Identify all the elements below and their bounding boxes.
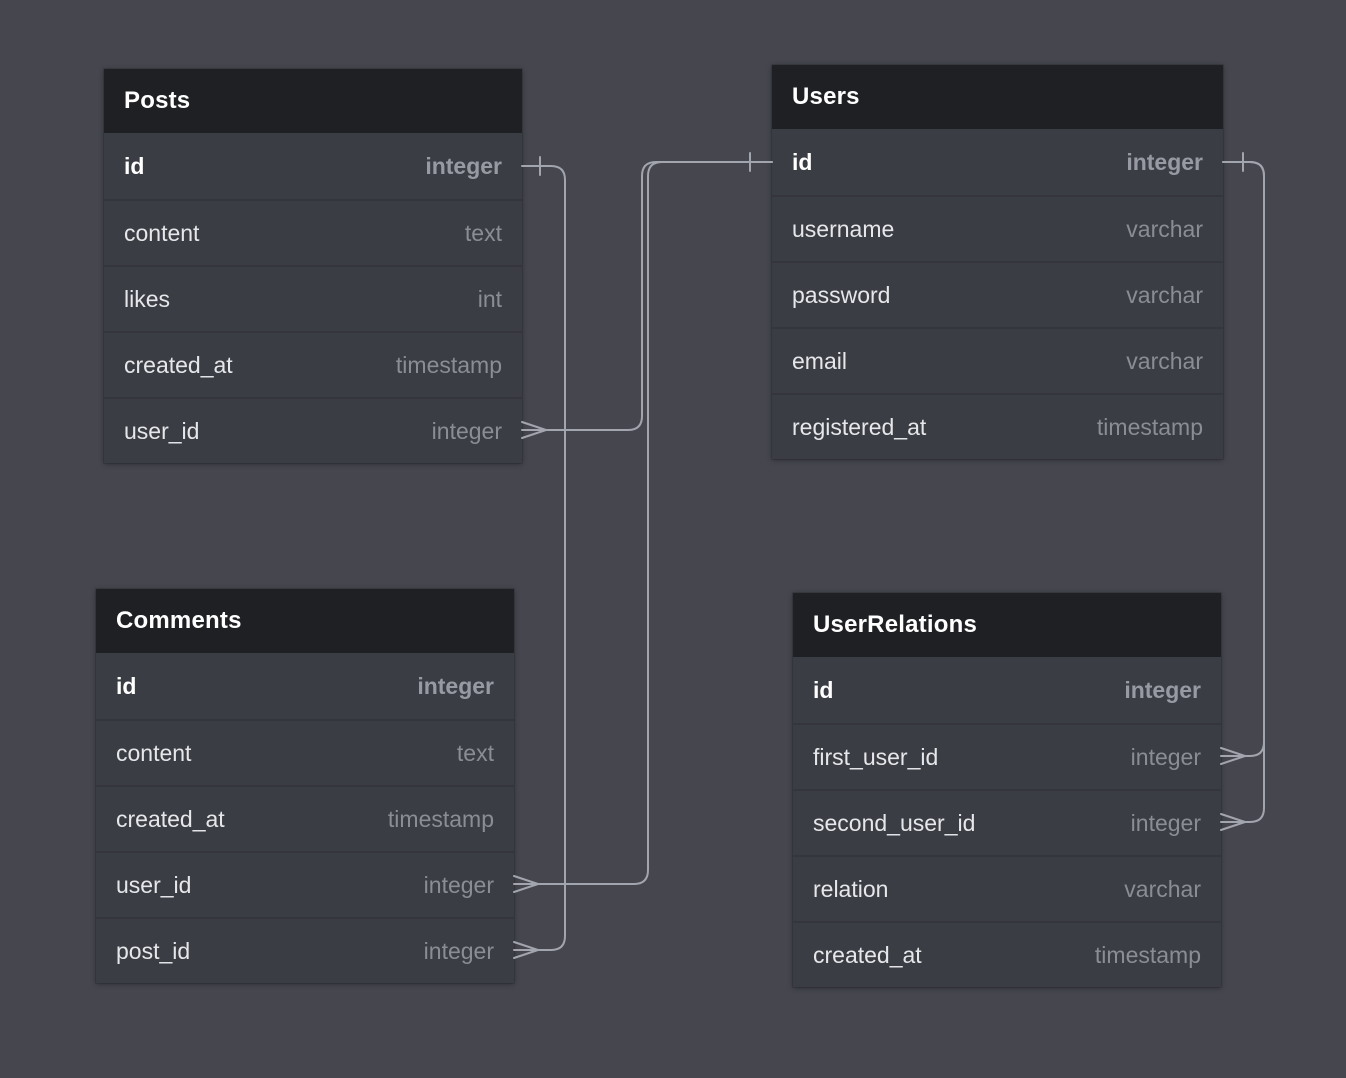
field-name: registered_at	[792, 413, 927, 440]
table-rows: id integer content text created_at times…	[96, 653, 514, 983]
field-row-comments-id[interactable]: id integer	[96, 653, 514, 719]
many-crowfoot	[521, 421, 547, 439]
many-crowfoot	[1220, 747, 1246, 765]
field-type: varchar	[1126, 215, 1203, 242]
field-type: varchar	[1126, 347, 1203, 374]
field-type: timestamp	[395, 351, 502, 378]
field-type: timestamp	[1094, 941, 1201, 968]
connector-users-id-userrelations-first-user-id[interactable]	[1220, 152, 1265, 765]
field-row-users-username[interactable]: username varchar	[772, 195, 1223, 261]
field-type: integer	[417, 672, 494, 699]
field-row-userrelations-created_at[interactable]: created_at timestamp	[793, 921, 1221, 987]
field-type: varchar	[1126, 281, 1203, 308]
field-name: created_at	[124, 351, 233, 378]
field-name: second_user_id	[813, 809, 976, 836]
field-type: integer	[425, 152, 502, 179]
field-name: created_at	[813, 941, 922, 968]
field-name: post_id	[116, 937, 191, 964]
db-table-userrelations[interactable]: UserRelations id integer first_user_id i…	[793, 593, 1221, 987]
many-crowfoot	[1220, 813, 1246, 831]
table-title: Comments	[116, 607, 242, 634]
table-header[interactable]: UserRelations	[793, 593, 1221, 657]
field-name: id	[116, 672, 137, 699]
field-name: first_user_id	[813, 743, 939, 770]
table-title: Posts	[124, 87, 191, 114]
field-name: relation	[813, 875, 889, 902]
field-row-users-id[interactable]: id integer	[772, 129, 1223, 195]
field-name: username	[792, 215, 895, 242]
field-row-users-email[interactable]: email varchar	[772, 327, 1223, 393]
field-row-comments-post_id[interactable]: post_id integer	[96, 917, 514, 983]
field-row-users-password[interactable]: password varchar	[772, 261, 1223, 327]
field-row-posts-likes[interactable]: likes int	[104, 265, 522, 331]
field-name: likes	[124, 285, 171, 312]
field-name: user_id	[116, 871, 192, 898]
table-rows: id integer first_user_id integer second_…	[793, 657, 1221, 987]
field-name: content	[124, 219, 200, 246]
table-header[interactable]: Comments	[96, 589, 514, 653]
field-name: id	[792, 148, 813, 175]
field-name: content	[116, 739, 192, 766]
field-row-comments-created_at[interactable]: created_at timestamp	[96, 785, 514, 851]
field-type: text	[464, 219, 502, 246]
field-row-userrelations-relation[interactable]: relation varchar	[793, 855, 1221, 921]
field-type: timestamp	[387, 805, 494, 832]
field-row-posts-id[interactable]: id integer	[104, 133, 522, 199]
table-header[interactable]: Posts	[104, 69, 522, 133]
field-type: integer	[1130, 809, 1201, 836]
field-type: integer	[1126, 148, 1203, 175]
field-row-posts-content[interactable]: content text	[104, 199, 522, 265]
field-row-comments-user_id[interactable]: user_id integer	[96, 851, 514, 917]
field-name: password	[792, 281, 891, 308]
field-row-comments-content[interactable]: content text	[96, 719, 514, 785]
field-name: email	[792, 347, 847, 374]
field-row-userrelations-second_user_id[interactable]: second_user_id integer	[793, 789, 1221, 855]
db-table-users[interactable]: Users id integer username varchar passwo…	[772, 65, 1223, 459]
table-rows: id integer username varchar password var…	[772, 129, 1223, 459]
db-table-comments[interactable]: Comments id integer content text created…	[96, 589, 514, 983]
field-name: id	[813, 676, 834, 703]
connector-users-id-userrelations-second-user-id[interactable]	[1220, 161, 1265, 831]
table-header[interactable]: Users	[772, 65, 1223, 129]
field-row-userrelations-first_user_id[interactable]: first_user_id integer	[793, 723, 1221, 789]
connector-line[interactable]	[521, 161, 773, 431]
db-table-posts[interactable]: Posts id integer content text likes int …	[104, 69, 522, 463]
connector-posts-user-id-users-id[interactable]	[521, 161, 773, 439]
table-title: UserRelations	[813, 611, 977, 638]
field-type: text	[456, 739, 494, 766]
field-type: integer	[1124, 676, 1201, 703]
connector-line[interactable]	[513, 161, 773, 885]
field-type: integer	[1130, 743, 1201, 770]
connector-comments-user-id-users-id[interactable]	[513, 152, 773, 893]
field-type: varchar	[1124, 875, 1201, 902]
field-type: integer	[431, 417, 502, 444]
field-type: integer	[423, 937, 494, 964]
field-type: timestamp	[1096, 413, 1203, 440]
field-type: integer	[423, 871, 494, 898]
many-crowfoot	[513, 941, 539, 959]
field-row-posts-user_id[interactable]: user_id integer	[104, 397, 522, 463]
connector-line[interactable]	[1220, 161, 1265, 823]
table-rows: id integer content text likes int create…	[104, 133, 522, 463]
many-crowfoot	[513, 875, 539, 893]
field-row-posts-created_at[interactable]: created_at timestamp	[104, 331, 522, 397]
connector-line[interactable]	[1220, 161, 1265, 757]
field-name: id	[124, 152, 145, 179]
field-row-users-registered_at[interactable]: registered_at timestamp	[772, 393, 1223, 459]
field-name: user_id	[124, 417, 200, 444]
field-name: created_at	[116, 805, 225, 832]
table-title: Users	[792, 83, 860, 110]
field-type: int	[477, 285, 502, 312]
field-row-userrelations-id[interactable]: id integer	[793, 657, 1221, 723]
